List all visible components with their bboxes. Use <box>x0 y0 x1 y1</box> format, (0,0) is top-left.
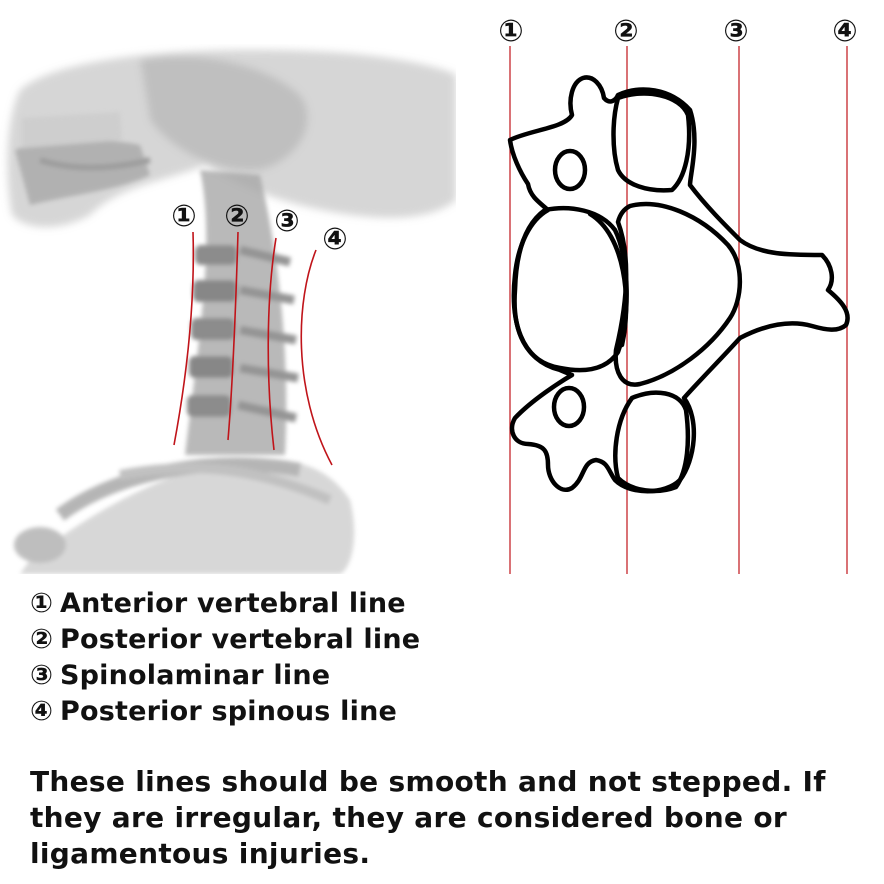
diagram-marker-4: ④ <box>832 14 857 49</box>
legend-label: Spinolaminar line <box>60 660 331 691</box>
axial-vertebra-diagram: ① ② ③ ④ <box>472 0 884 580</box>
line-legend: ① Anterior vertebral line ② Posterior ve… <box>30 586 420 730</box>
xray-marker-1: ① <box>171 199 196 234</box>
diagram-marker-3: ③ <box>723 14 748 49</box>
vertebral-body <box>512 205 629 373</box>
xray-marker-4: ④ <box>322 222 347 257</box>
legend-number: ③ <box>30 660 54 691</box>
legend-item-spinolaminar: ③ Spinolaminar line <box>30 658 420 694</box>
xray-marker-2: ② <box>224 199 249 234</box>
legend-label: Posterior spinous line <box>60 696 398 727</box>
legend-number: ④ <box>30 696 54 727</box>
lower-articular-mass <box>613 390 691 494</box>
alignment-lines <box>173 231 333 466</box>
anterior-vertebral-line <box>173 231 195 446</box>
lateral-cervical-xray: ① ② ③ ④ <box>0 44 456 574</box>
diagram-marker-group: ① ② ③ ④ <box>498 14 857 49</box>
upper-articular-mass <box>611 91 692 193</box>
posterior-spinous-line <box>300 249 333 466</box>
spinal-canal <box>613 201 743 387</box>
xray-svg: ① ② ③ ④ <box>0 44 456 574</box>
vertebra-silhouette <box>507 75 850 494</box>
legend-label: Anterior vertebral line <box>60 588 406 619</box>
legend-item-posterior-vertebral: ② Posterior vertebral line <box>30 622 420 658</box>
vertebral-body-inner-edge <box>587 211 629 348</box>
vertebra-outline <box>507 75 850 494</box>
explanatory-note: These lines should be smooth and not ste… <box>30 765 826 870</box>
xray-marker-group: ① ② ③ ④ <box>171 199 347 257</box>
posterior-vertebral-line <box>227 231 239 441</box>
legend-number: ② <box>30 624 54 655</box>
legend-number: ① <box>30 588 54 619</box>
diagram-marker-2: ② <box>613 14 638 49</box>
spinolaminar-line <box>267 237 277 451</box>
legend-label: Posterior vertebral line <box>60 624 421 655</box>
xray-marker-3: ③ <box>274 204 299 239</box>
lower-transverse-foramen <box>551 385 587 429</box>
legend-item-posterior-spinous: ④ Posterior spinous line <box>30 694 420 730</box>
vertebra-svg: ① ② ③ ④ <box>498 14 858 574</box>
shoulder-girdle <box>14 457 355 574</box>
upper-transverse-foramen <box>552 148 588 192</box>
jaw-shape <box>15 112 151 205</box>
legend-item-anterior-vertebral: ① Anterior vertebral line <box>30 586 420 622</box>
diagram-marker-1: ① <box>498 14 523 49</box>
